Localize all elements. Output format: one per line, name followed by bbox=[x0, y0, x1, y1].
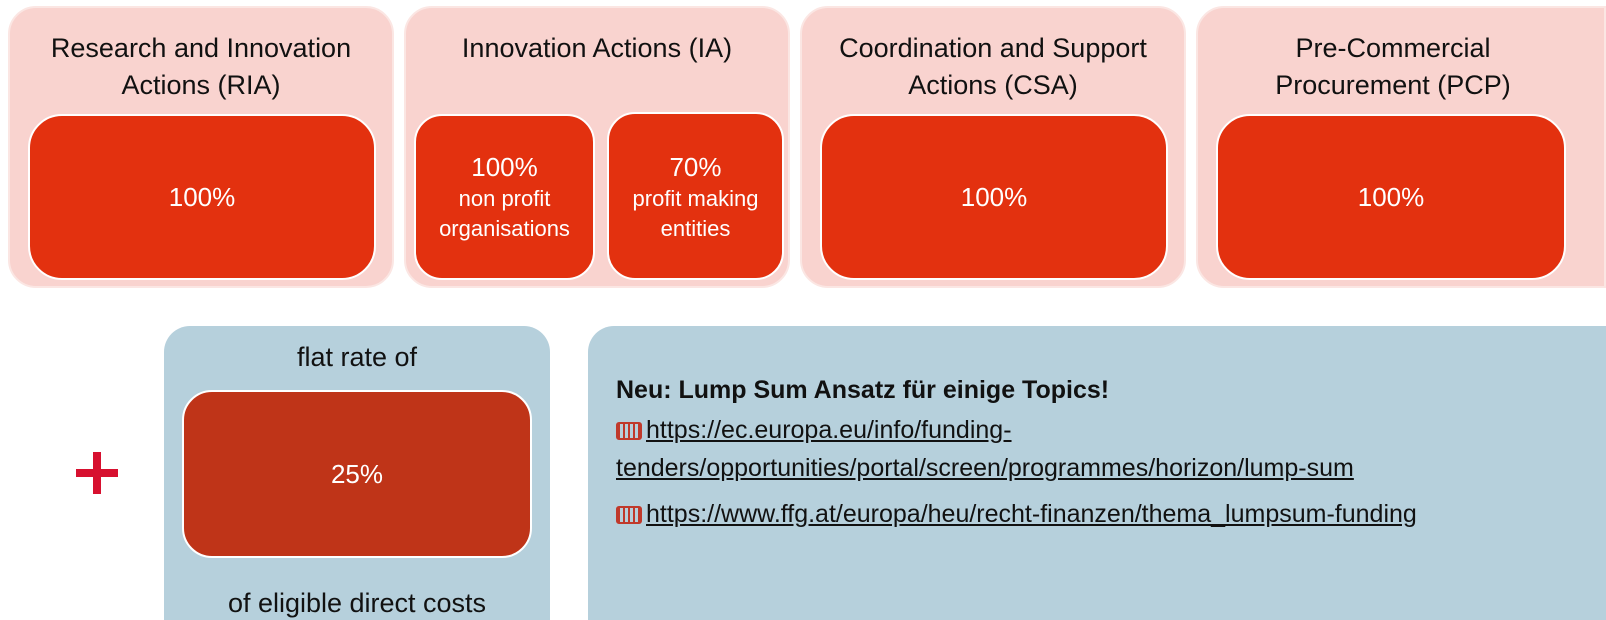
panel-title: Research and Innovation Actions (RIA) bbox=[50, 33, 352, 100]
panel-ia: Innovation Actions (IA) 100% non profit … bbox=[404, 6, 790, 288]
link-2-text[interactable]: https://www.ffg.at/europa/heu/recht-fina… bbox=[646, 500, 1417, 528]
rate-value: 70% bbox=[669, 152, 722, 182]
rate-box-non-profit: 100% non profit organisations bbox=[414, 114, 595, 280]
notice-title: Neu: Lump Sum Ansatz für einige Topics! bbox=[616, 376, 1110, 404]
rate-label: profit making entities bbox=[632, 186, 759, 241]
panel-title: Coordination and Support Actions (CSA) bbox=[839, 33, 1147, 100]
link-1-line-1[interactable]: https://ec.europa.eu/info/funding- bbox=[646, 416, 1012, 444]
rate-value: 100% bbox=[1357, 182, 1425, 212]
overhead-rate: 25% bbox=[330, 458, 384, 489]
panel-pcp: Pre-Commercial Procurement (PCP) 100% bbox=[1196, 6, 1606, 288]
plus-icon bbox=[76, 452, 118, 494]
keyboard-icon bbox=[616, 506, 642, 524]
notice-link-1-continued[interactable]: tenders/opportunities/portal/screen/prog… bbox=[616, 454, 1354, 483]
notice-link-2[interactable]: https://www.ffg.at/europa/heu/recht-fina… bbox=[616, 500, 1417, 529]
rate-box: 100% bbox=[820, 114, 1168, 280]
lump-sum-notice: Neu: Lump Sum Ansatz für einige Topics! … bbox=[588, 326, 1606, 620]
link-1-line-2[interactable]: tenders/opportunities/portal/screen/prog… bbox=[616, 454, 1354, 482]
rate-box-profit: 70% profit making entities bbox=[607, 112, 784, 280]
overhead-rate-box: 25% bbox=[182, 390, 532, 558]
overhead-top-label: flat rate of bbox=[296, 342, 418, 372]
panel-csa: Coordination and Support Actions (CSA) 1… bbox=[800, 6, 1186, 288]
keyboard-icon bbox=[616, 422, 642, 440]
rate-value: 100% bbox=[960, 182, 1028, 212]
rate-value: 100% bbox=[168, 182, 236, 212]
rate-box: 100% bbox=[1216, 114, 1566, 280]
notice-link-1[interactable]: https://ec.europa.eu/info/funding- bbox=[616, 416, 1012, 445]
rate-box: 100% bbox=[28, 114, 376, 280]
rate-label: non profit organisations bbox=[439, 186, 570, 241]
overhead-box: flat rate of 25% of eligible direct cost… bbox=[164, 326, 550, 620]
panel-ria: Research and Innovation Actions (RIA) 10… bbox=[8, 6, 394, 288]
panel-title: Pre-Commercial Procurement (PCP) bbox=[1275, 33, 1511, 100]
rate-value: 100% bbox=[471, 152, 538, 182]
panel-title: Innovation Actions (IA) bbox=[461, 33, 733, 63]
overhead-bottom-label: of eligible direct costs bbox=[227, 588, 487, 618]
